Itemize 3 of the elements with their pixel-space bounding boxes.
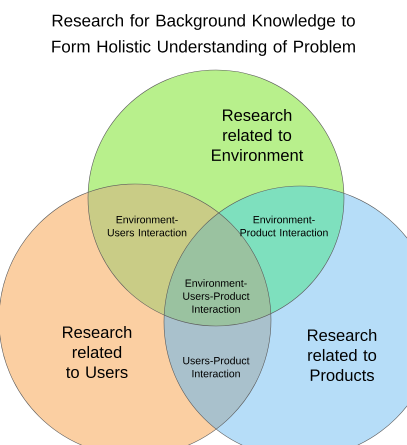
title: Research for Background Knowledge to Form Holistic Understanding of Problem: [52, 14, 355, 56]
overlap-label: Users-Product Interaction: [183, 356, 250, 378]
overlap-label: Environment-Users-Product Interaction: [183, 279, 250, 313]
